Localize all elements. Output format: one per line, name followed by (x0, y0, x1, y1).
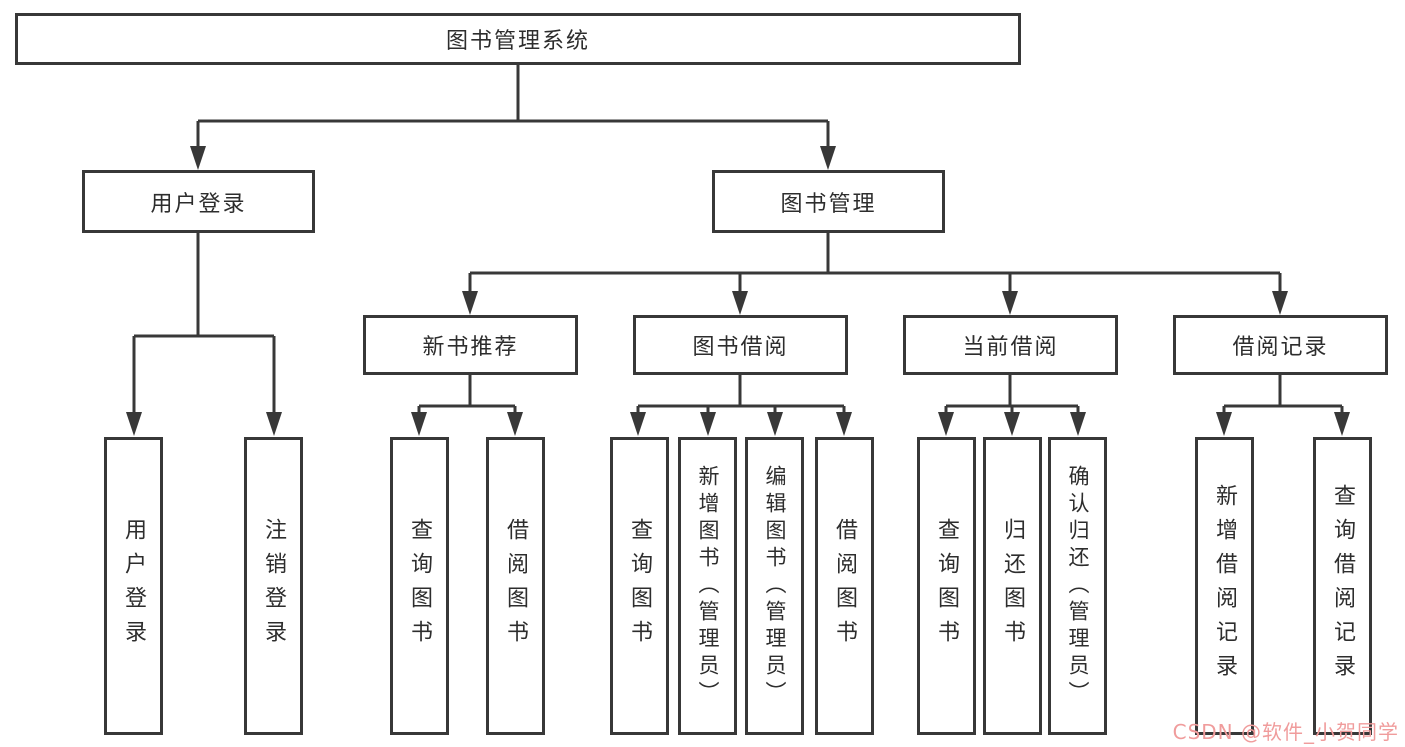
node-book-borrow: 图书借阅 (633, 315, 848, 375)
leaf-query-borrow-record: 查询借阅记录 (1313, 437, 1372, 735)
leaf-query-books-borrow: 查询图书 (610, 437, 669, 735)
connector-book-borrow-to-leaves (636, 375, 846, 416)
leaf-edit-books-admin: 编辑图书（管理员） (745, 437, 804, 735)
leaf-logout: 注销登录 (244, 437, 303, 735)
connector-root-to-level2 (196, 65, 830, 150)
node-new-book-recommend: 新书推荐 (363, 315, 578, 375)
leaf-confirm-return-admin: 确认归还（管理员） (1048, 437, 1107, 735)
leaf-add-books-admin: 新增图书（管理员） (678, 437, 737, 735)
leaf-borrow-books: 借阅图书 (815, 437, 874, 735)
node-book-mgmt: 图书管理 (712, 170, 945, 233)
node-borrow-records: 借阅记录 (1173, 315, 1388, 375)
leaf-query-books-current: 查询图书 (917, 437, 976, 735)
node-current-borrow: 当前借阅 (903, 315, 1118, 375)
connector-book-mgmt-to-level3 (468, 233, 1282, 295)
connector-current-borrow-to-leaves (944, 375, 1080, 416)
connector-new-book-rec-to-leaves (417, 375, 517, 416)
leaf-query-books-rec: 查询图书 (390, 437, 449, 735)
connector-borrow-records-to-leaves (1222, 375, 1344, 416)
leaf-add-borrow-record: 新增借阅记录 (1195, 437, 1254, 735)
node-root: 图书管理系统 (15, 13, 1021, 65)
leaf-user-login: 用户登录 (104, 437, 163, 735)
leaf-return-books: 归还图书 (983, 437, 1042, 735)
connector-user-login-to-leaves (132, 233, 276, 416)
watermark-text: CSDN @软件_小贺同学 (1172, 720, 1399, 744)
leaf-borrow-books-rec: 借阅图书 (486, 437, 545, 735)
arrow-down-icon (126, 146, 1350, 436)
node-user-login: 用户登录 (82, 170, 315, 233)
